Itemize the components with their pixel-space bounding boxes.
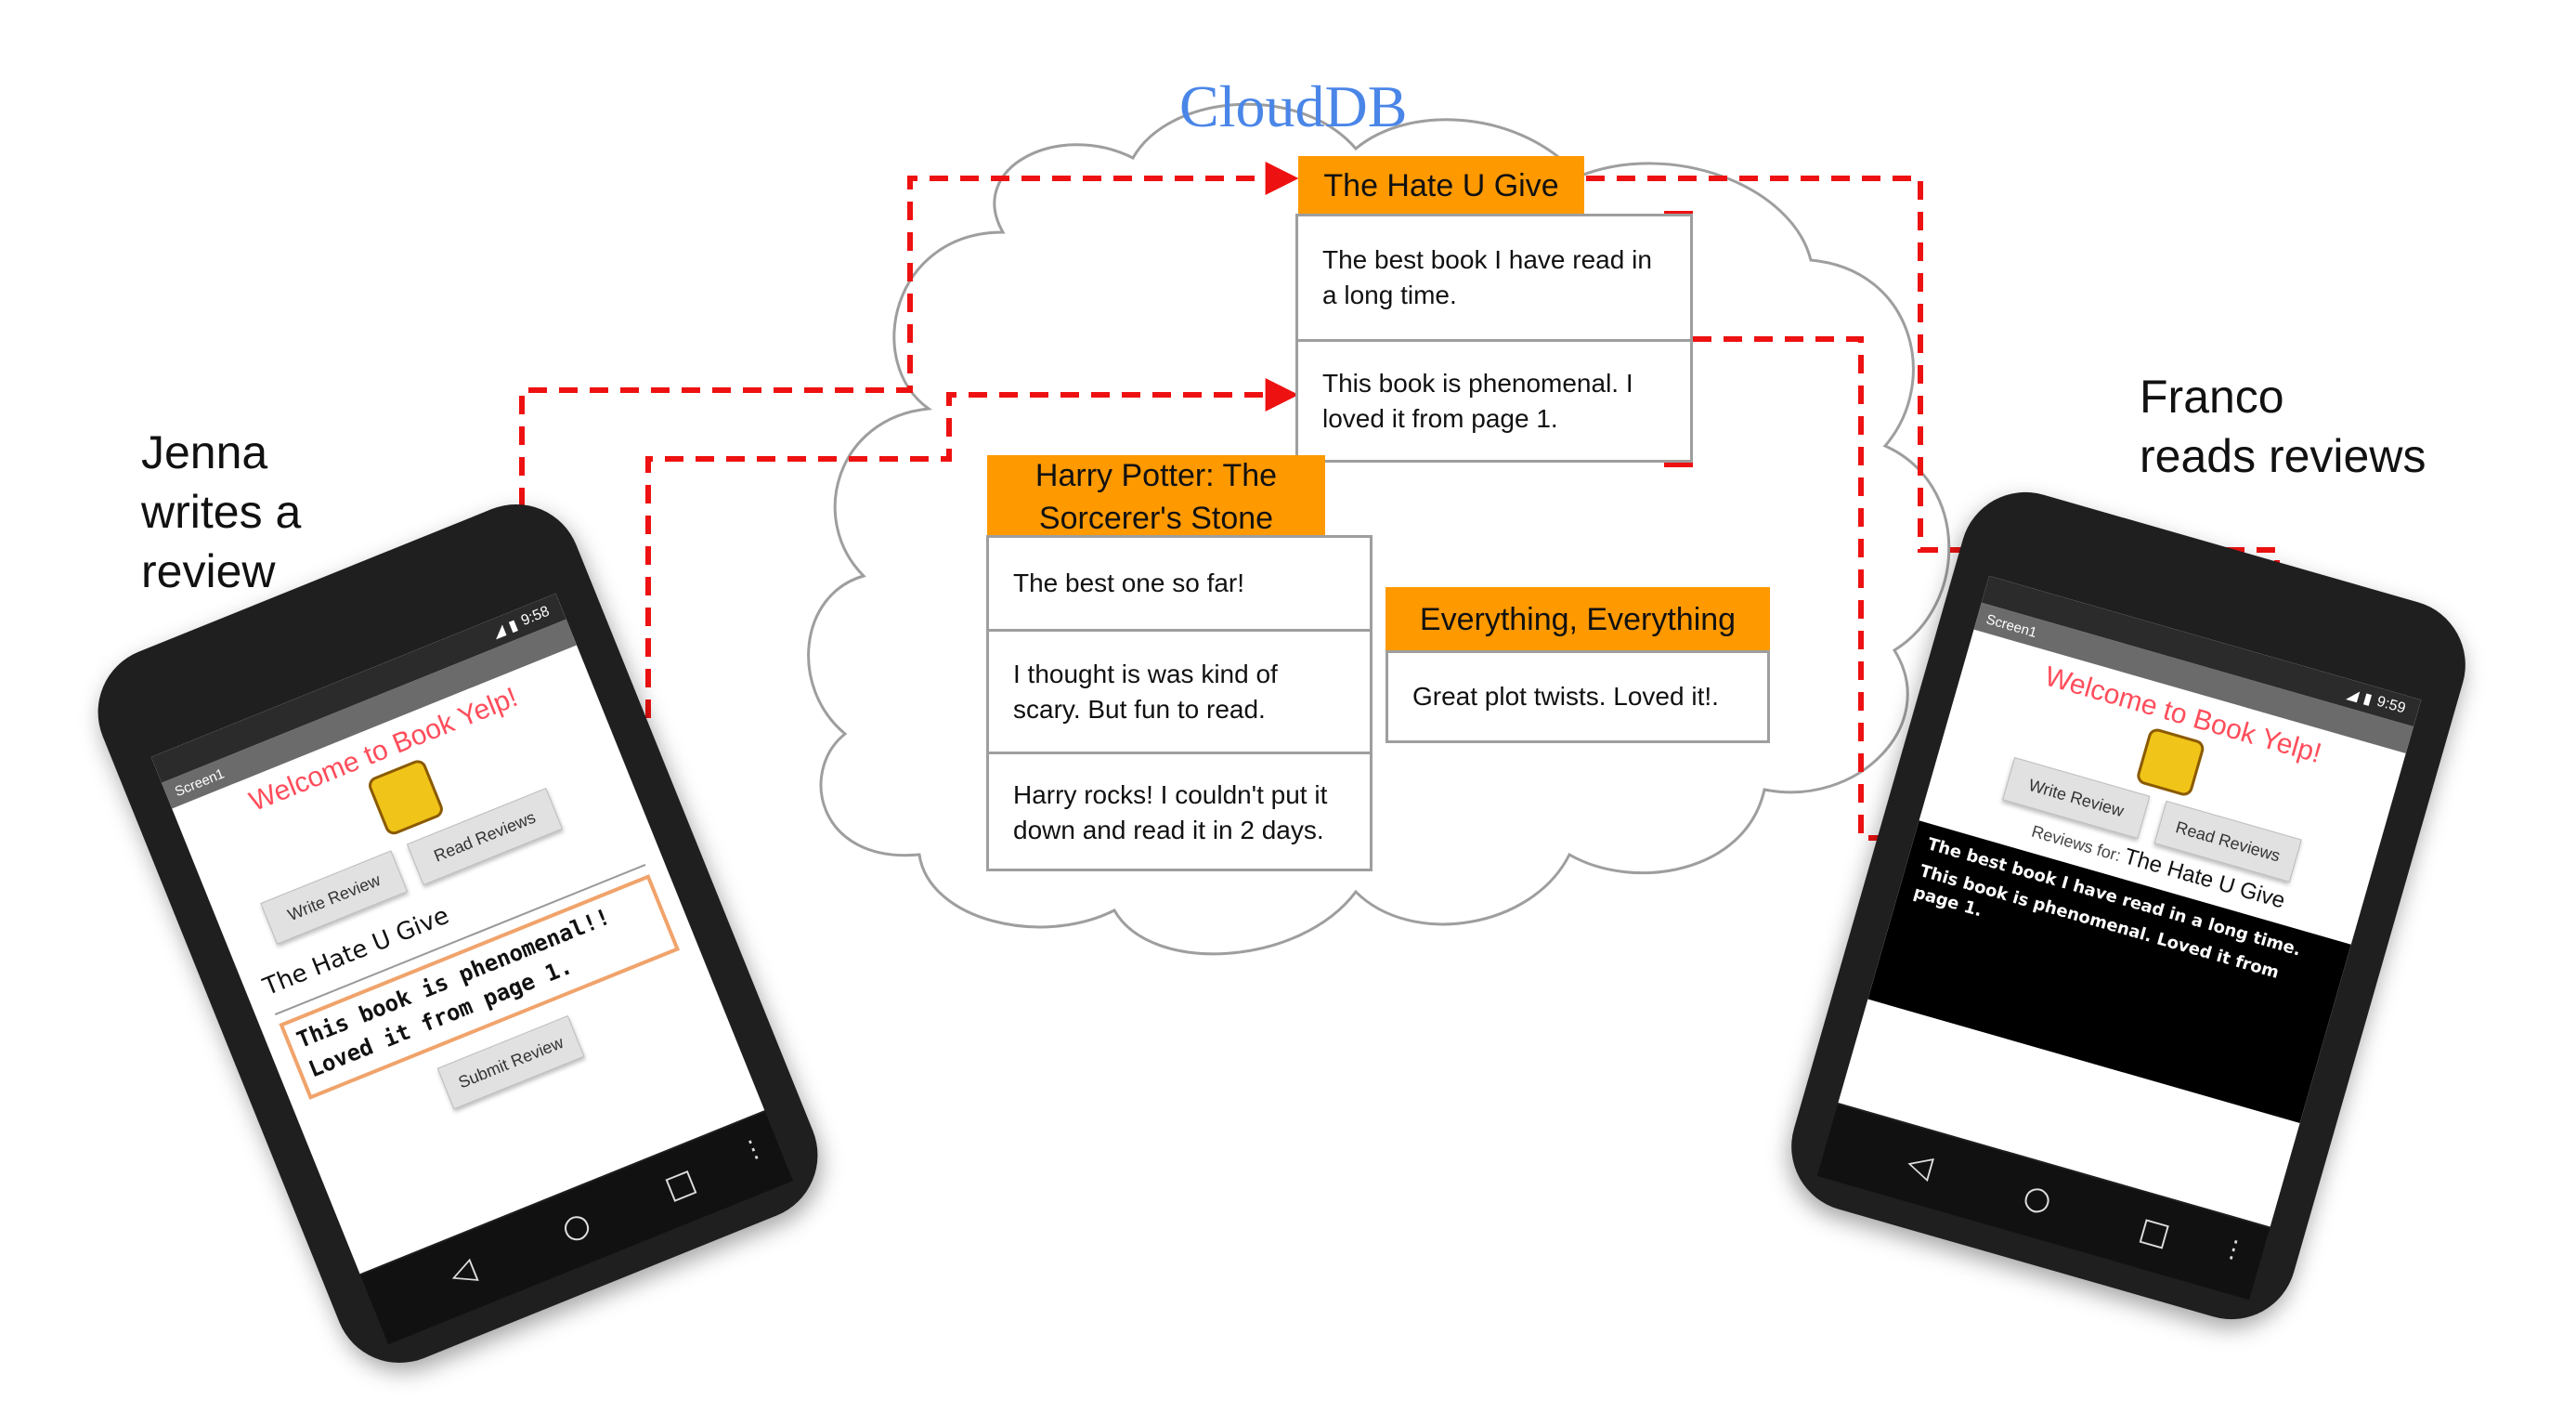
jenna-label-line: Jenna (141, 426, 268, 478)
recents-nav-icon[interactable]: □ (2135, 1209, 2175, 1255)
reviews-table-everything-everything: Great plot twists. Loved it!. (1386, 650, 1770, 743)
reviews-table-harry-potter: The best one so far! I thought is was ki… (986, 535, 1373, 871)
franco-label: Franco reads reviews (2140, 367, 2426, 486)
jenna-label-line: writes a (141, 486, 302, 538)
review-cell: The best book I have read in a long time… (1322, 245, 1652, 309)
back-nav-icon[interactable]: ◁ (1903, 1144, 1937, 1186)
franco-label-line: reads reviews (2140, 430, 2426, 482)
back-nav-icon[interactable]: ◁ (444, 1250, 481, 1295)
book-mascot-icon (2134, 726, 2206, 798)
home-nav-icon[interactable]: ○ (2019, 1176, 2056, 1221)
reviews-table-hate-u-give: The best book I have read in a long time… (1295, 214, 1693, 463)
review-cell: The best one so far! (1013, 569, 1245, 597)
arrow-title-to-tag (462, 162, 1299, 848)
review-cell: Great plot twists. Loved it!. (1412, 682, 1719, 711)
arrow-tag-to-franco (1586, 176, 2294, 835)
recents-nav-icon[interactable]: □ (659, 1161, 701, 1208)
menu-dots-icon[interactable]: ⋮ (2218, 1233, 2249, 1267)
write-review-button[interactable]: Write Review (2002, 756, 2151, 840)
review-cell: This book is phenomenal. I loved it from… (1298, 339, 1690, 460)
book-tag-hate-u-give: The Hate U Give (1298, 156, 1584, 216)
home-nav-icon[interactable]: ○ (555, 1204, 596, 1249)
jenna-label: Jenna writes a review (141, 423, 301, 601)
book-tag-harry-potter: Harry Potter: The Sorcerer's Stone (987, 455, 1325, 539)
menu-dots-icon[interactable]: ⋮ (736, 1131, 771, 1168)
review-cell: Harry rocks! I couldn't put it down and … (989, 752, 1370, 870)
franco-label-line: Franco (2140, 371, 2284, 423)
signal-icon: ◢ (490, 622, 508, 642)
signal-icon: ◢ (2345, 686, 2361, 705)
cloud-title: CloudDB (1179, 73, 1408, 139)
book-tag-everything-everything: Everything, Everything (1386, 587, 1770, 652)
review-cell: I thought is was kind of scary. But fun … (989, 629, 1370, 752)
battery-icon: ▮ (506, 617, 521, 635)
jenna-label-line: review (141, 545, 276, 597)
battery-icon: ▮ (2361, 690, 2374, 709)
status-time: 9:59 (2374, 693, 2408, 717)
